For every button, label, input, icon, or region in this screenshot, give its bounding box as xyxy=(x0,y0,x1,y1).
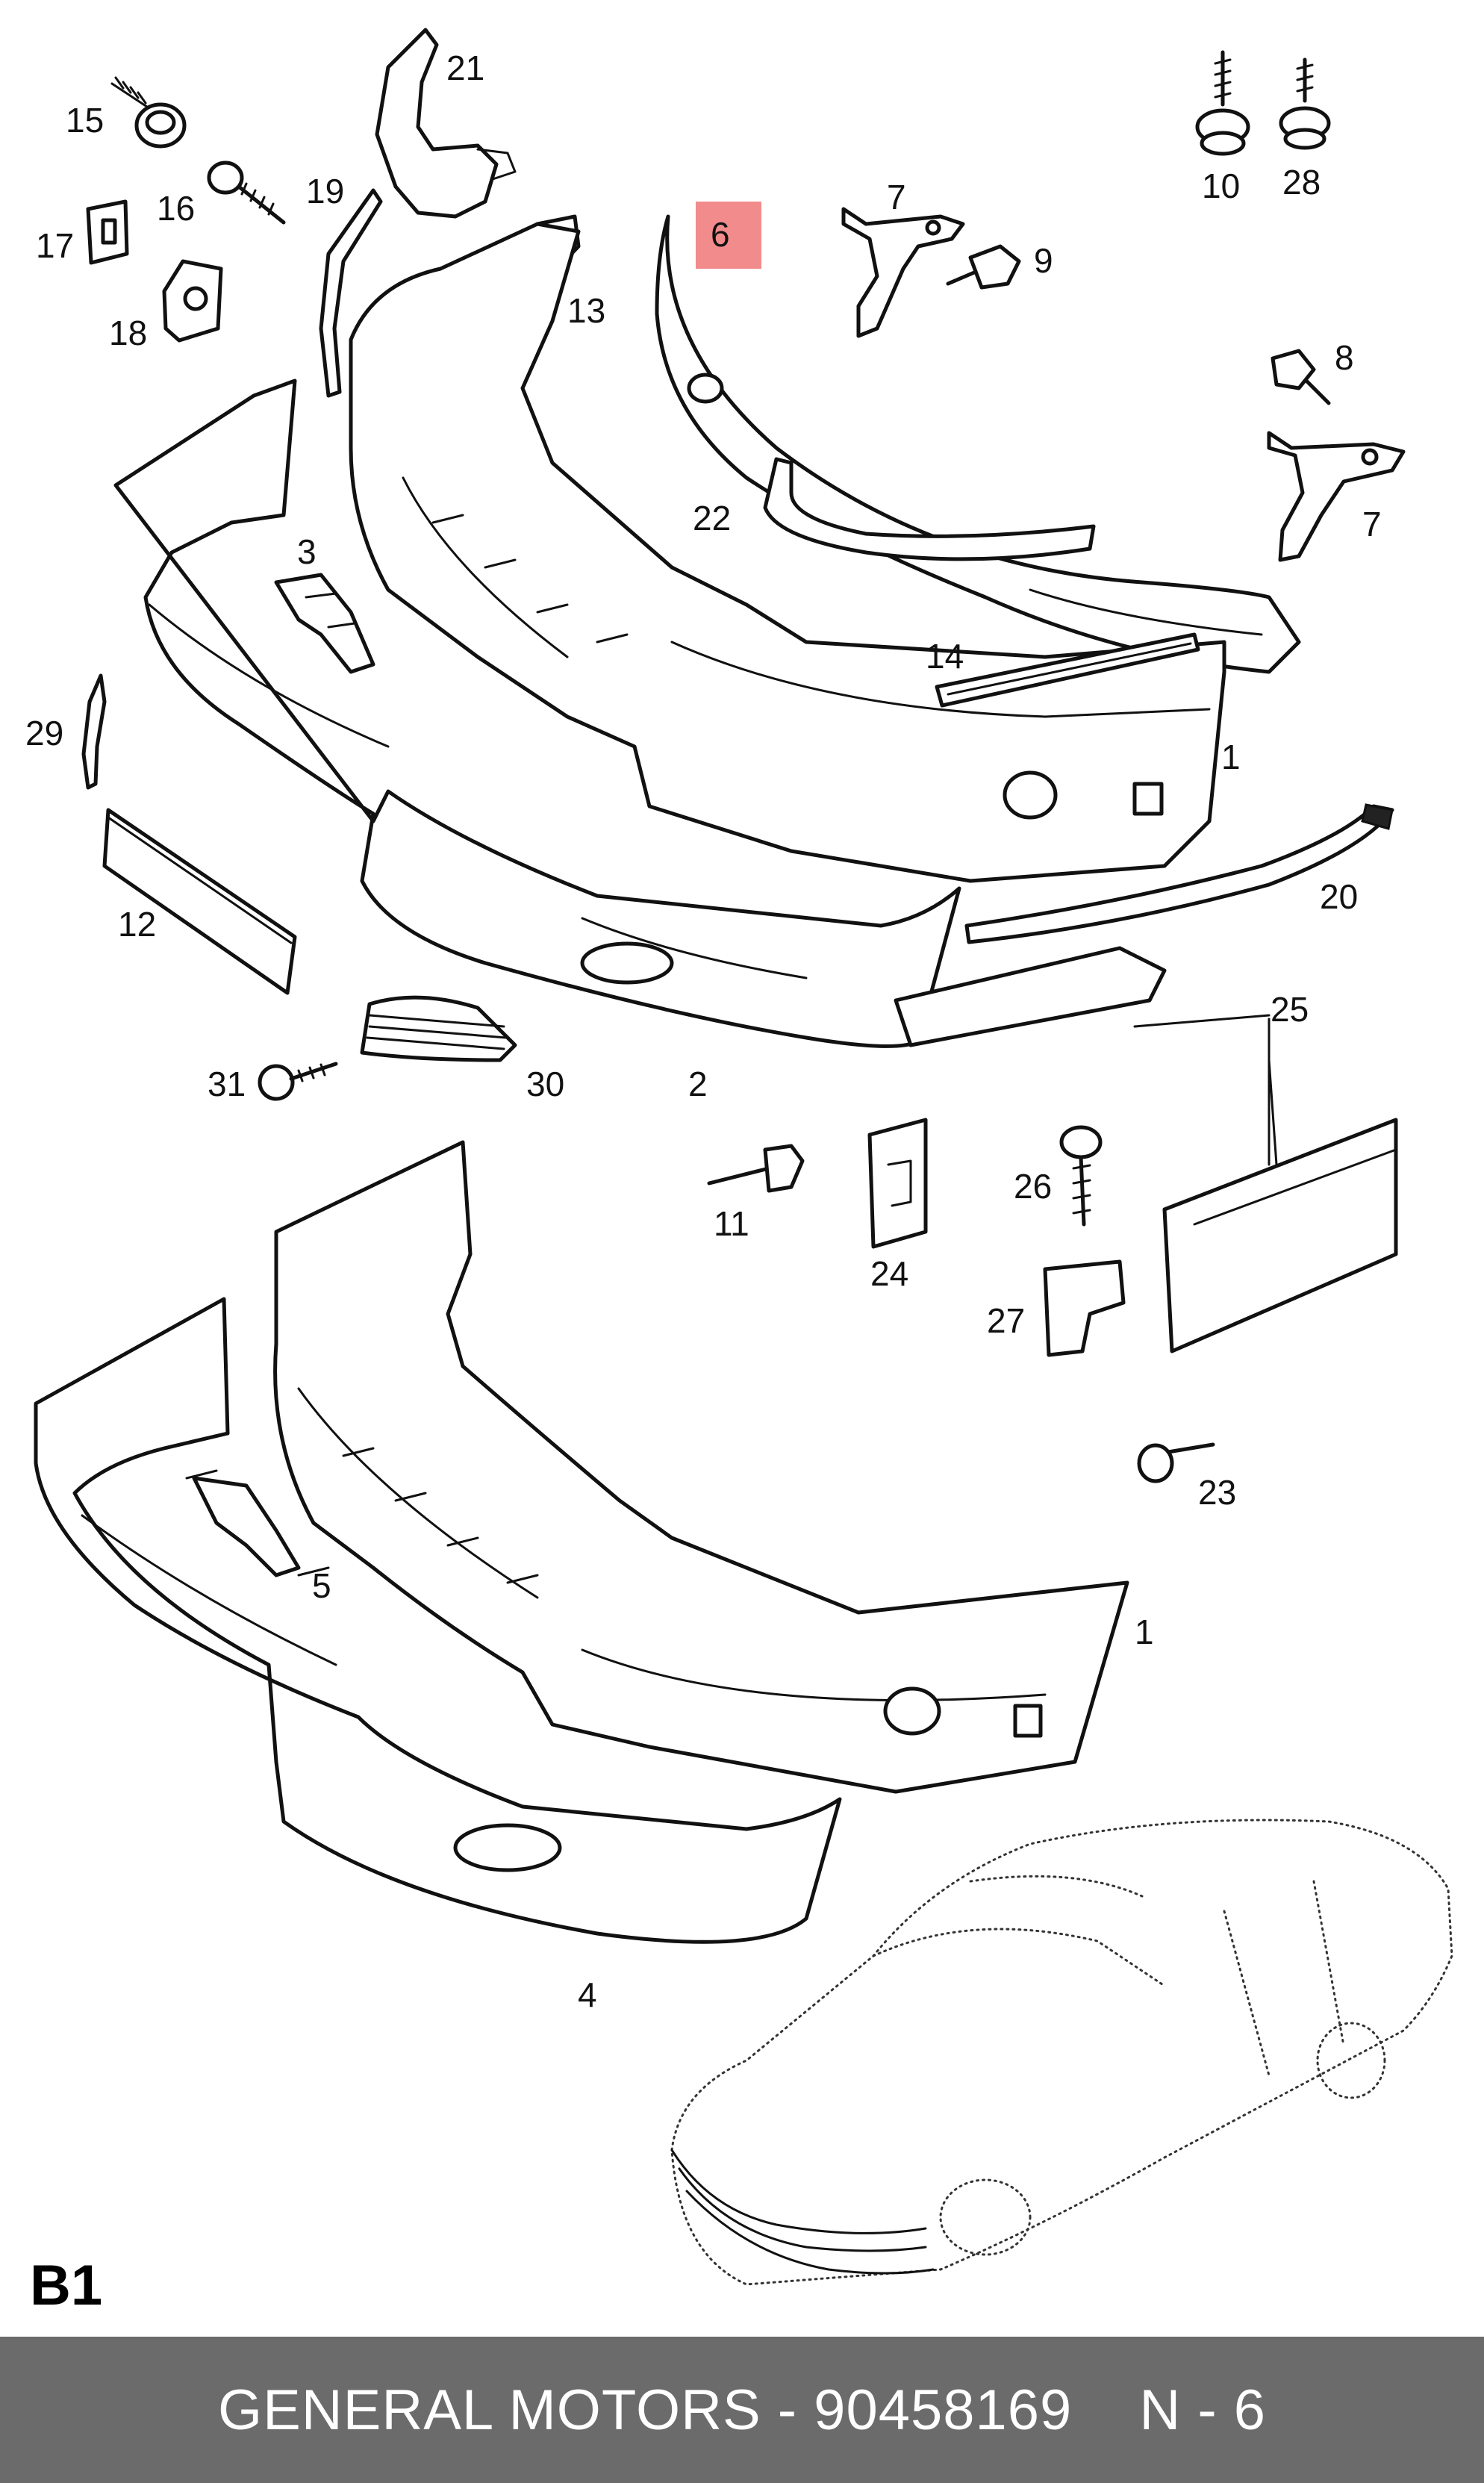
callout-4[interactable]: 4 xyxy=(578,1975,597,2014)
strip-22-drawing xyxy=(763,457,1096,561)
callout-labels: 21 15 19 16 17 18 13 6 7 9 10 28 8 7 22 … xyxy=(25,49,1382,2014)
callout-18[interactable]: 18 xyxy=(109,314,147,352)
footer-part-number: GENERAL MOTORS - 90458169 xyxy=(217,2378,1073,2442)
callout-17[interactable]: 17 xyxy=(36,226,74,265)
leader-lines xyxy=(1133,1014,1271,1166)
callout-7b[interactable]: 7 xyxy=(1362,505,1382,543)
callout-28[interactable]: 28 xyxy=(1282,163,1321,202)
callout-13[interactable]: 13 xyxy=(567,291,605,330)
upper-beam-6-drawing xyxy=(655,214,1301,674)
callout-21[interactable]: 21 xyxy=(446,49,484,87)
highlight-box xyxy=(696,202,761,269)
bracket-5-drawing xyxy=(192,1476,301,1577)
clip-27-drawing xyxy=(1043,1259,1126,1357)
callout-8[interactable]: 8 xyxy=(1335,338,1354,377)
callout-26[interactable]: 26 xyxy=(1014,1167,1052,1206)
callout-16[interactable]: 16 xyxy=(157,189,195,228)
screw-28-drawing xyxy=(1279,57,1331,150)
bumper-cover-4-drawing xyxy=(34,1297,842,1944)
callout-11[interactable]: 11 xyxy=(714,1204,749,1243)
callout-9[interactable]: 9 xyxy=(1034,241,1053,280)
callout-30[interactable]: 30 xyxy=(526,1065,564,1103)
bumper-cover-2-drawing xyxy=(113,378,961,1048)
beam-25-drawing xyxy=(894,946,1398,1353)
callout-10[interactable]: 10 xyxy=(1202,166,1240,205)
section-label: B1 xyxy=(30,2254,103,2317)
callout-2[interactable]: 2 xyxy=(688,1065,708,1103)
rivet-23-drawing xyxy=(1137,1442,1215,1483)
clip-29-drawing xyxy=(81,673,107,790)
screw-15-drawing xyxy=(110,76,187,149)
bracket-18-drawing xyxy=(162,259,223,343)
callout-12[interactable]: 12 xyxy=(118,905,156,944)
callout-23[interactable]: 23 xyxy=(1198,1473,1236,1512)
bumper-main-1b-drawing xyxy=(273,1140,1129,1794)
callout-24[interactable]: 24 xyxy=(870,1254,908,1293)
grille-30-drawing xyxy=(360,995,517,1062)
bumper-main-1-drawing xyxy=(349,222,1226,883)
callout-19[interactable]: 19 xyxy=(306,172,344,211)
strip-19-drawing xyxy=(319,188,383,398)
bracket-3-drawing xyxy=(274,573,375,674)
footer-position: N - 6 xyxy=(1139,2378,1267,2442)
bolt-8-drawing xyxy=(1271,349,1331,405)
callout-7a[interactable]: 7 xyxy=(887,178,906,216)
callout-29[interactable]: 29 xyxy=(25,714,63,753)
footer-bar: GENERAL MOTORS - 90458169 N - 6 xyxy=(0,2337,1484,2483)
strip-14-drawing xyxy=(935,632,1200,708)
car-silhouette xyxy=(670,1819,1453,2286)
callout-1b[interactable]: 1 xyxy=(1135,1613,1154,1651)
plate-12-drawing xyxy=(102,808,297,995)
callout-15[interactable]: 15 xyxy=(66,101,104,140)
callout-27[interactable]: 27 xyxy=(987,1301,1025,1340)
bracket-7a-drawing xyxy=(841,207,965,338)
bracket-7b-drawing xyxy=(1267,431,1406,562)
callout-31[interactable]: 31 xyxy=(208,1065,246,1103)
screw-26-drawing xyxy=(1059,1125,1103,1227)
bolt-9-drawing xyxy=(946,244,1021,290)
callout-6[interactable]: 6 xyxy=(711,215,730,254)
bolt-31-drawing xyxy=(258,1062,338,1101)
callout-25[interactable]: 25 xyxy=(1271,990,1309,1029)
screw-16-drawing xyxy=(207,161,286,225)
parts-diagram: 21 15 19 16 17 18 13 6 7 9 10 28 8 7 22 … xyxy=(25,28,1453,2286)
strip-20-drawing xyxy=(964,803,1394,944)
screw-10-drawing xyxy=(1195,50,1250,156)
callout-3[interactable]: 3 xyxy=(297,532,317,571)
clip-17-drawing xyxy=(86,199,129,265)
rivet-11-drawing xyxy=(707,1144,805,1193)
bracket-21-drawing xyxy=(375,28,517,219)
callout-5[interactable]: 5 xyxy=(312,1566,331,1605)
callout-1a[interactable]: 1 xyxy=(1221,738,1241,776)
callout-14[interactable]: 14 xyxy=(926,637,964,676)
callout-20[interactable]: 20 xyxy=(1320,877,1358,916)
callout-22[interactable]: 22 xyxy=(693,499,731,538)
clip-24-drawing xyxy=(867,1118,928,1249)
